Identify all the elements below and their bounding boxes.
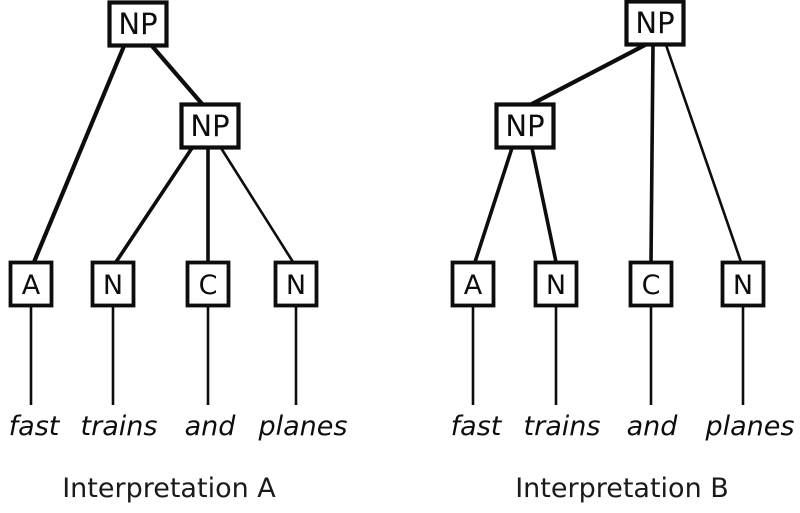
word-b-word-and: and bbox=[627, 411, 679, 442]
node-label-b-pos-n2: N bbox=[733, 270, 753, 301]
tree-node-b-pos-n2[interactable]: N bbox=[720, 260, 766, 308]
node-box-a-pos-c[interactable] bbox=[185, 260, 231, 308]
word-a-word-and: and bbox=[185, 411, 237, 442]
tree-node-b-pos-a[interactable]: A bbox=[450, 260, 496, 308]
node-label-a-pos-n1: N bbox=[103, 270, 123, 301]
word-a-word-fast: fast bbox=[9, 411, 61, 442]
node-box-a-pos-a[interactable] bbox=[8, 260, 54, 308]
word-b-word-fast: fast bbox=[451, 411, 503, 442]
tree-edge-b-np-root-to-b-np-inner bbox=[529, 43, 646, 107]
node-box-b-pos-a[interactable] bbox=[450, 260, 496, 308]
node-box-b-pos-c[interactable] bbox=[628, 260, 674, 308]
node-label-b-pos-c: C bbox=[642, 270, 661, 301]
caption-tree-b: Interpretation B bbox=[515, 473, 729, 504]
tree-edge-b-np-inner-to-b-pos-n1 bbox=[530, 147, 558, 263]
word-a-word-planes: planes bbox=[258, 411, 348, 442]
tree-edge-a-np-root-to-a-np-inner bbox=[150, 44, 205, 107]
node-label-a-np-inner: NP bbox=[190, 109, 229, 143]
caption-tree-a: Interpretation A bbox=[62, 473, 276, 504]
tree-edge-b-np-root-to-b-pos-c bbox=[649, 44, 655, 263]
node-box-a-np-root[interactable] bbox=[107, 0, 169, 48]
word-b-word-trains: trains bbox=[524, 411, 601, 442]
tree-node-a-pos-n1[interactable]: N bbox=[90, 260, 136, 308]
tree-node-a-pos-n2[interactable]: N bbox=[273, 260, 319, 308]
tree-edge-b-np-root-to-b-pos-n2 bbox=[664, 44, 743, 263]
tree-node-b-np-inner[interactable]: NP bbox=[494, 102, 556, 150]
node-box-a-np-inner[interactable] bbox=[179, 102, 241, 150]
node-box-a-pos-n1[interactable] bbox=[90, 260, 136, 308]
node-label-a-pos-c: C bbox=[199, 270, 218, 301]
node-label-a-pos-a: A bbox=[22, 270, 41, 301]
node-box-b-pos-n1[interactable] bbox=[533, 260, 579, 308]
node-box-b-np-inner[interactable] bbox=[494, 102, 556, 150]
node-label-b-pos-a: A bbox=[464, 270, 483, 301]
tree-node-b-np-root[interactable]: NP bbox=[624, 0, 686, 47]
node-box-b-pos-n2[interactable] bbox=[720, 260, 766, 308]
node-label-b-np-inner: NP bbox=[505, 109, 544, 143]
tree-node-a-np-inner[interactable]: NP bbox=[179, 102, 241, 150]
node-box-b-np-root[interactable] bbox=[624, 0, 686, 47]
tree-node-b-pos-c[interactable]: C bbox=[628, 260, 674, 308]
tree-edge-a-np-inner-to-a-pos-n1 bbox=[114, 147, 194, 263]
word-a-word-trains: trains bbox=[81, 411, 158, 442]
tree-node-a-pos-c[interactable]: C bbox=[185, 260, 231, 308]
node-box-a-pos-n2[interactable] bbox=[273, 260, 319, 308]
tree-edge-a-np-root-to-a-pos-a bbox=[32, 45, 126, 263]
tree-edge-b-np-inner-to-b-pos-a bbox=[473, 147, 514, 263]
word-b-word-planes: planes bbox=[705, 411, 795, 442]
node-label-b-np-root: NP bbox=[635, 6, 674, 40]
tree-node-a-np-root[interactable]: NP bbox=[107, 0, 169, 48]
tree-node-a-pos-a[interactable]: A bbox=[8, 260, 54, 308]
node-label-a-pos-n2: N bbox=[286, 270, 306, 301]
node-label-b-pos-n1: N bbox=[546, 270, 566, 301]
tree-node-b-pos-n1[interactable]: N bbox=[533, 260, 579, 308]
node-label-a-np-root: NP bbox=[118, 7, 157, 41]
tree-edge-a-np-inner-to-a-pos-n2 bbox=[219, 147, 295, 263]
